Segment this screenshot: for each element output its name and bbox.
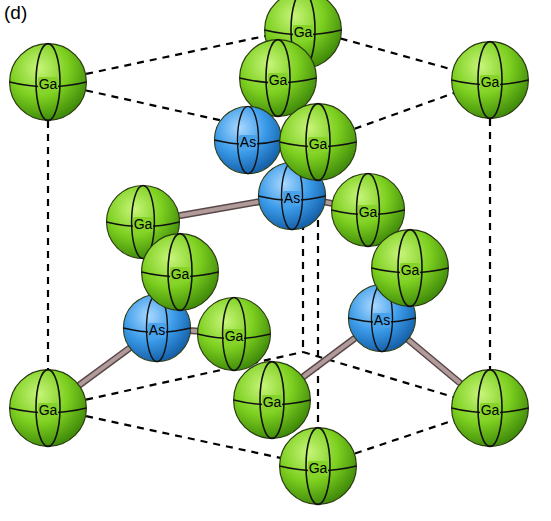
ga-atom: Ga: [278, 102, 358, 182]
element-symbol: As: [148, 323, 166, 338]
ga-atom: Ga: [8, 368, 88, 448]
element-symbol: Ga: [170, 267, 191, 282]
ga-atom: Ga: [196, 296, 272, 372]
element-symbol: As: [239, 135, 257, 150]
element-symbol: As: [283, 191, 301, 206]
bond-rod: [304, 339, 354, 376]
ga-atom: Ga: [370, 228, 450, 308]
element-symbol: Ga: [38, 403, 59, 418]
element-symbol: Ga: [268, 73, 289, 88]
element-symbol: Ga: [262, 395, 283, 410]
ga-atom: Ga: [232, 360, 312, 440]
element-symbol: Ga: [480, 75, 501, 90]
ga-atom: Ga: [278, 426, 358, 506]
element-symbol: Ga: [224, 329, 245, 344]
element-symbol: Ga: [308, 461, 329, 476]
element-symbol: Ga: [308, 137, 329, 152]
element-symbol: Ga: [293, 25, 314, 40]
ga-atom: Ga: [8, 42, 88, 122]
element-symbol: Ga: [400, 263, 421, 278]
ga-atom: Ga: [450, 40, 530, 120]
panel-label: (d): [4, 2, 27, 24]
ga-atom: Ga: [450, 368, 530, 448]
ga-atom: Ga: [140, 232, 220, 312]
bond-rod: [80, 349, 129, 385]
element-symbol: Ga: [38, 77, 59, 92]
bond-rod: [192, 330, 196, 331]
as-atom: As: [213, 105, 283, 175]
bond-rod: [180, 202, 257, 215]
element-symbol: Ga: [480, 403, 501, 418]
bond-rod: [326, 202, 330, 204]
element-symbol: Ga: [358, 205, 379, 220]
element-symbol: As: [373, 313, 391, 328]
element-symbol: Ga: [133, 217, 154, 232]
bond-rod: [409, 340, 459, 382]
